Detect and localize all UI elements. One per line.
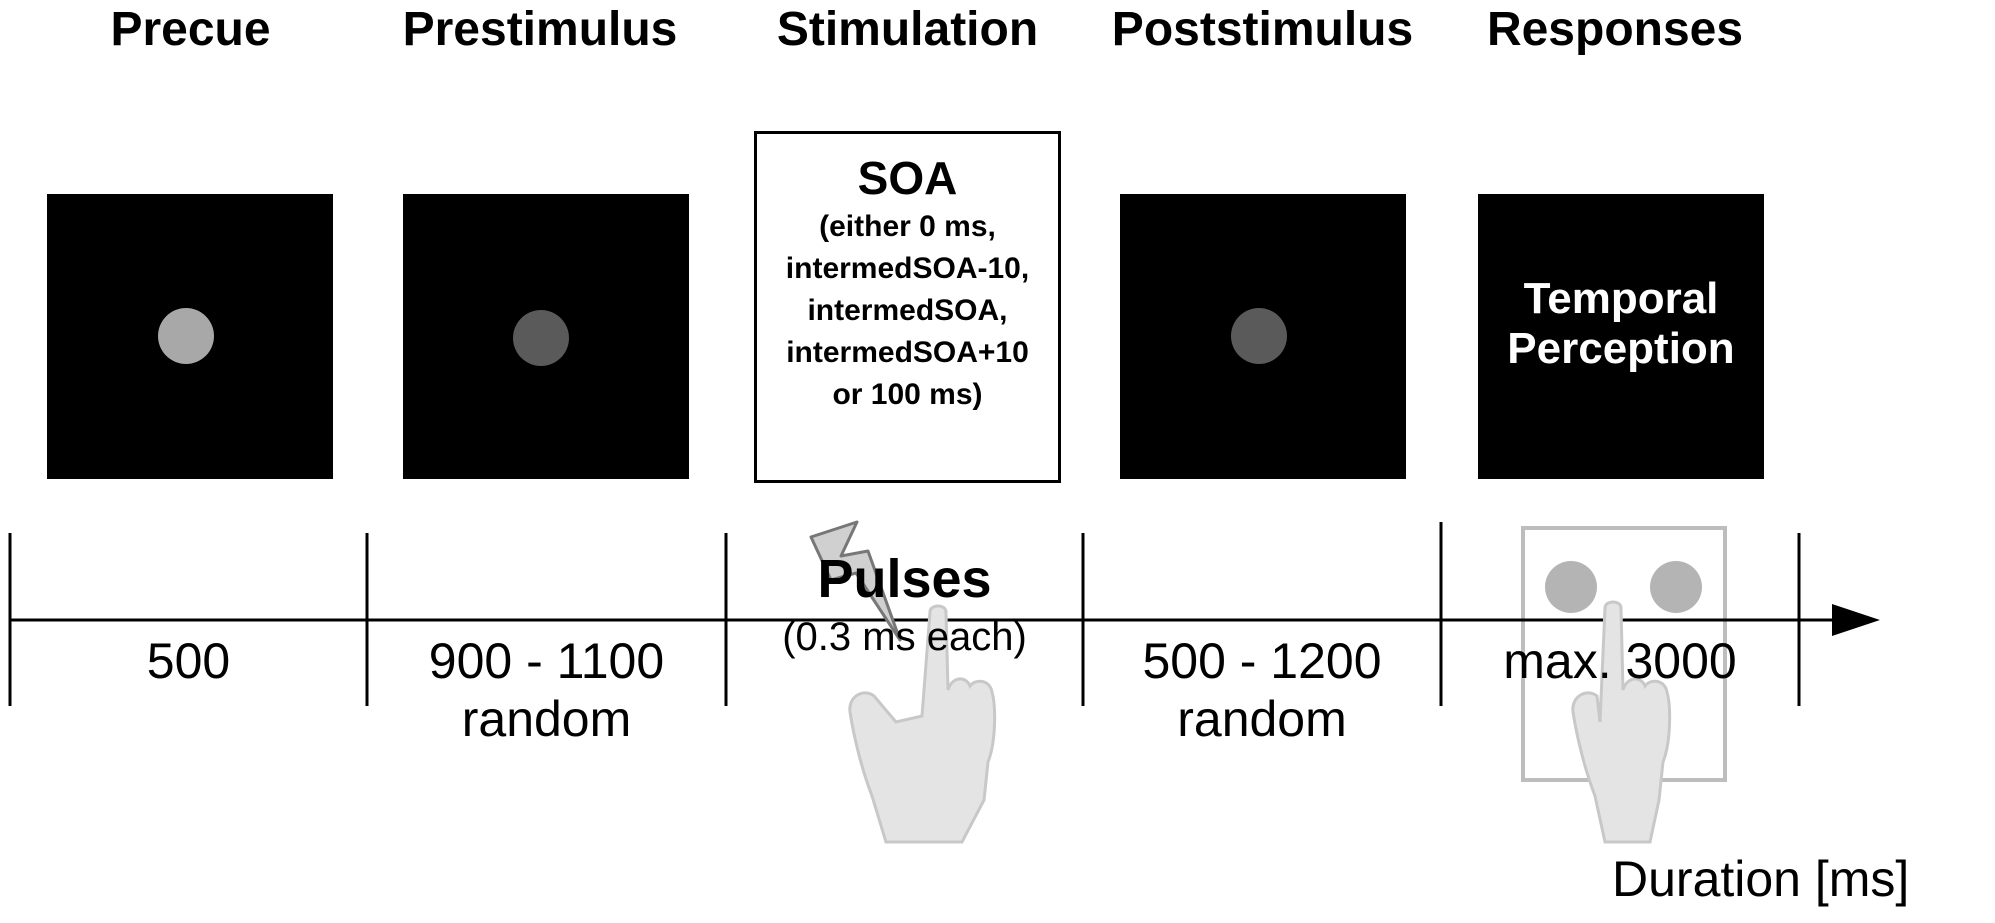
phase-title-precue: Precue bbox=[110, 3, 271, 56]
responses-screen: Temporal Perception bbox=[1478, 194, 1764, 479]
pulses-title: Pulses bbox=[817, 549, 992, 609]
arrow-head-icon bbox=[1832, 604, 1880, 636]
soa-line: intermedSOA+10 bbox=[786, 336, 1029, 369]
soa-line: intermedSOA, bbox=[807, 294, 1008, 327]
soa-line: (either 0 ms, bbox=[819, 210, 996, 243]
poststimulus-dot bbox=[1231, 308, 1287, 364]
prestimulus-screen bbox=[403, 194, 689, 479]
duration-precue: 500 bbox=[146, 633, 231, 689]
response-dot-left bbox=[1545, 561, 1597, 613]
temporal-perception-label: Temporal Perception bbox=[1507, 274, 1735, 373]
phase-title-prestimulus: Prestimulus bbox=[402, 3, 678, 56]
soa-box: SOA (either 0 ms, intermedSOA-10, interm… bbox=[754, 131, 1061, 483]
soa-line: or 100 ms) bbox=[832, 378, 983, 411]
phase-title-responses: Responses bbox=[1486, 3, 1744, 56]
duration-responses: max. 3000 bbox=[1503, 633, 1737, 689]
soa-line: intermedSOA-10, bbox=[785, 252, 1030, 285]
phase-title-stimulation: Stimulation bbox=[776, 3, 1039, 56]
axis-label: Duration [ms] bbox=[1612, 851, 1910, 907]
poststimulus-screen bbox=[1120, 194, 1406, 479]
duration-prestimulus: 900 - 1100 random bbox=[428, 633, 665, 747]
precue-dot bbox=[158, 308, 214, 364]
response-dot-right bbox=[1650, 561, 1702, 613]
pointing-hand-icon bbox=[848, 604, 997, 844]
soa-title: SOA bbox=[857, 152, 958, 204]
lightning-bolt-icon bbox=[809, 520, 902, 642]
precue-screen bbox=[47, 194, 333, 479]
pointing-hand-icon bbox=[1571, 600, 1672, 844]
prestimulus-dot bbox=[513, 310, 569, 366]
duration-poststimulus: 500 - 1200 random bbox=[1142, 633, 1382, 747]
phase-title-poststimulus: Poststimulus bbox=[1111, 3, 1414, 56]
pulses-subtitle: (0.3 ms each) bbox=[782, 615, 1027, 659]
